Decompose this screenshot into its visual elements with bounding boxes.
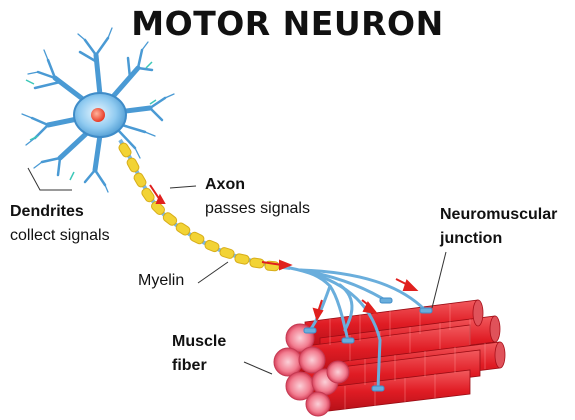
axon-label: Axon (205, 176, 245, 193)
axon-description: passes signals (205, 200, 310, 217)
junction-leader (431, 251, 447, 309)
dendrites-leader (27, 167, 72, 191)
axon-terminals (288, 266, 427, 390)
muscle-label-line1: Muscle (172, 333, 227, 350)
dendrites-description: collect signals (10, 227, 110, 244)
muscle-fibers (273, 299, 506, 417)
nucleus (91, 108, 105, 122)
muscle-label-line2: fiber (172, 357, 207, 374)
dendrites (21, 27, 175, 193)
signal-arrows (149, 184, 419, 322)
junction-label-line1: Neuromuscular (440, 206, 558, 223)
axon-terminal-ends (303, 297, 433, 392)
axon-leader (169, 185, 197, 189)
diagram-title: MOTOR NEURON (131, 4, 444, 43)
leader-lines (27, 167, 447, 375)
muscle-leader (243, 361, 273, 375)
junction-label-line2: junction (440, 230, 503, 247)
signal-ticks (25, 61, 157, 181)
myelin-label: Myelin (138, 272, 185, 289)
myelin-leader (197, 261, 229, 284)
dendrites-label: Dendrites (10, 203, 84, 220)
